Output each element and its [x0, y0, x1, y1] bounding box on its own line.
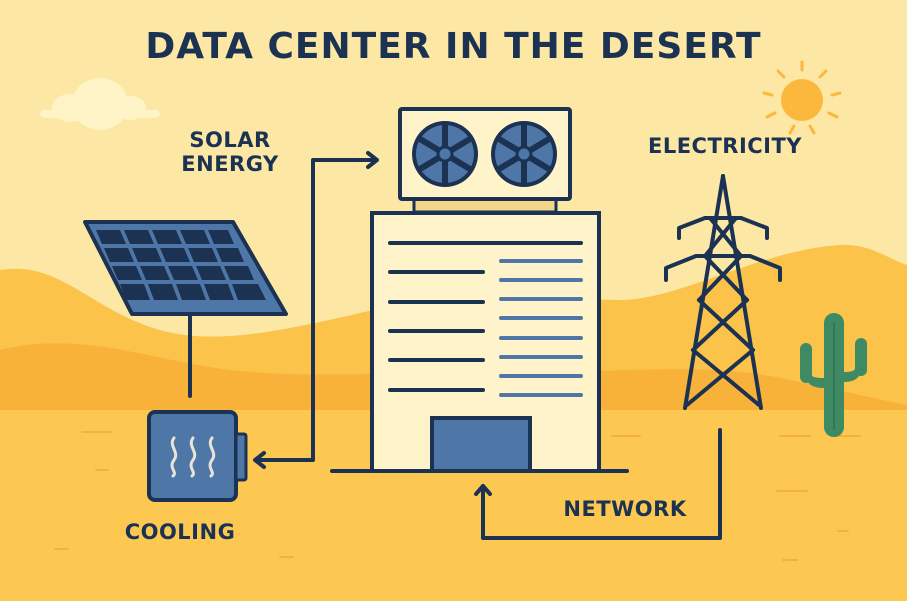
solar-panel-icon: [83, 220, 288, 398]
solar-energy-label: SOLAR ENERGY: [160, 128, 300, 176]
cactus-icon: [800, 313, 867, 437]
sun-icon: [762, 60, 842, 135]
solar-energy-label-line2: ENERGY: [181, 152, 279, 177]
cooling-unit-icon: [147, 410, 248, 502]
network-connector: [474, 428, 722, 540]
solar-energy-label-line1: SOLAR: [189, 128, 271, 152]
network-label: NETWORK: [563, 497, 687, 521]
solar-energy-connector: [253, 151, 379, 469]
page-title: DATA CENTER IN THE DESERT: [145, 26, 762, 67]
cloud-icon: [40, 78, 160, 130]
cooling-label: COOLING: [124, 520, 236, 544]
electricity-label: ELECTRICITY: [647, 134, 803, 158]
data-center-building-icon: [330, 211, 629, 473]
power-tower-icon: [664, 174, 782, 410]
fan-unit-icon: [398, 107, 572, 214]
